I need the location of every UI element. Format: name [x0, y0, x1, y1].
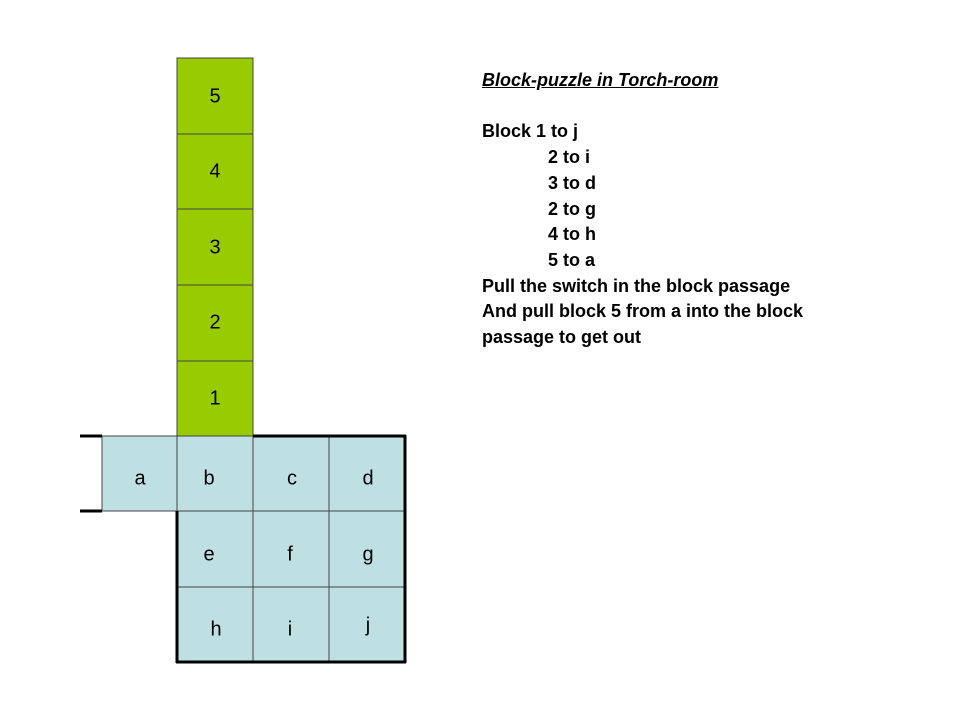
- block-2-label: 2: [209, 311, 220, 333]
- instruction-line: And pull block 5 from a into the block: [482, 301, 804, 322]
- floor-cell-h: [176, 586, 254, 663]
- instruction-line: 2 to i: [548, 147, 591, 168]
- floor-grid: a b c d e f g h i j: [101, 435, 406, 663]
- instructions-title: Block-puzzle in Torch-room: [482, 70, 719, 90]
- floor-cell-a: [101, 435, 178, 512]
- floor-label-i: i: [288, 618, 292, 640]
- block-4: [176, 133, 254, 210]
- floor-cell-i: [252, 586, 330, 663]
- floor-cell-g: [328, 510, 406, 588]
- floor-label-h: h: [210, 618, 221, 640]
- block-2: [176, 284, 254, 362]
- floor-label-c: c: [287, 467, 297, 489]
- block-5-label: 5: [209, 85, 220, 107]
- floor-label-g: g: [362, 543, 373, 565]
- floor-label-d: d: [362, 467, 373, 489]
- floor-cell-b: [176, 435, 254, 512]
- instructions-panel: Block-puzzle in Torch-room Block 1 to j …: [482, 68, 922, 351]
- room-walls: [80, 434, 407, 664]
- instruction-line: Block 1 to j: [482, 121, 579, 142]
- block-4-label: 4: [209, 160, 220, 182]
- floor-label-j: j: [365, 614, 370, 636]
- block-1: [176, 360, 254, 437]
- block-1-label: 1: [209, 387, 220, 409]
- floor-cell-f: [252, 510, 330, 588]
- block-3-label: 3: [209, 236, 220, 258]
- instruction-line: 2 to g: [548, 198, 596, 219]
- floor-cell-c: [252, 435, 330, 512]
- block-3: [176, 208, 254, 286]
- floor-cell-j: [328, 586, 406, 663]
- instruction-line: passage to get out: [482, 327, 642, 348]
- floor-label-b: b: [203, 467, 214, 489]
- instruction-line: 4 to h: [548, 224, 596, 245]
- instruction-line: 5 to a: [548, 249, 596, 270]
- floor-label-a: a: [134, 467, 146, 489]
- floor-label-f: f: [287, 543, 293, 565]
- instruction-line: 3 to d: [548, 172, 596, 193]
- floor-cell-e: [176, 510, 254, 588]
- block-stack: 5 4 3 2 1: [176, 57, 254, 437]
- floor-cell-d: [328, 435, 406, 512]
- instruction-line: Pull the switch in the block passage: [482, 275, 791, 296]
- floor-label-e: e: [203, 543, 214, 565]
- block-5: [176, 57, 254, 135]
